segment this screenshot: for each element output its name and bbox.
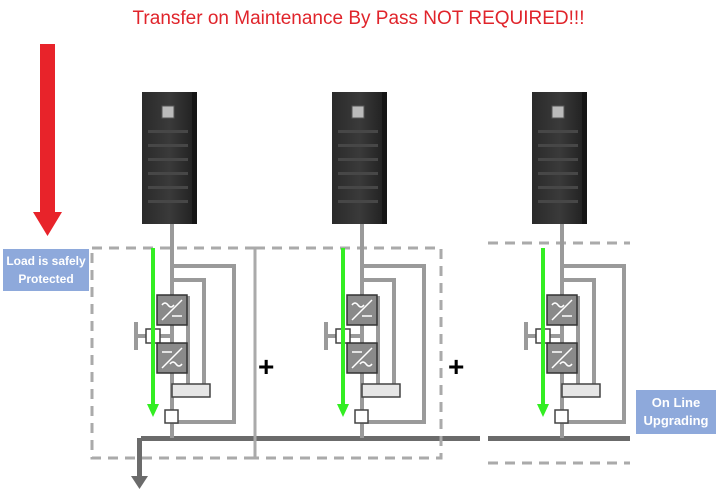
output-breaker <box>354 409 369 424</box>
diagram-title: Transfer on Maintenance By Pass NOT REQU… <box>132 8 585 29</box>
load-protected-label: Load is safely Protected <box>3 249 89 291</box>
static-switch-icon <box>171 383 211 398</box>
ups-cabinet-icon <box>332 92 387 224</box>
upgrade-label-line-2: Upgrading <box>643 413 709 428</box>
output-bus <box>131 436 630 489</box>
power-flow-arrow <box>147 248 159 417</box>
ups-cabinet-icon <box>142 92 197 224</box>
static-switch-icon <box>561 383 601 398</box>
power-flow-arrow <box>537 248 549 417</box>
load-label-line-1: Load is safely <box>6 254 86 268</box>
ups-module-2 <box>253 92 443 460</box>
static-switch-icon <box>361 383 401 398</box>
online-upgrading-label: On Line Upgrading <box>636 390 716 434</box>
load-transfer-arrow <box>33 44 62 236</box>
power-flow-arrow <box>337 248 349 417</box>
ups-cabinet-icon <box>532 92 587 224</box>
load-label-line-2: Protected <box>18 272 74 286</box>
upgrade-label-line-1: On Line <box>651 395 701 410</box>
output-breaker <box>164 409 179 424</box>
module-wiring <box>134 224 236 438</box>
ups-module-3 <box>488 92 630 465</box>
output-breaker <box>554 409 569 424</box>
module-enclosure <box>253 246 443 460</box>
plus-sign-2: + <box>448 351 465 382</box>
ups-module-1 <box>90 92 257 460</box>
plus-sign-1: + <box>258 351 275 382</box>
